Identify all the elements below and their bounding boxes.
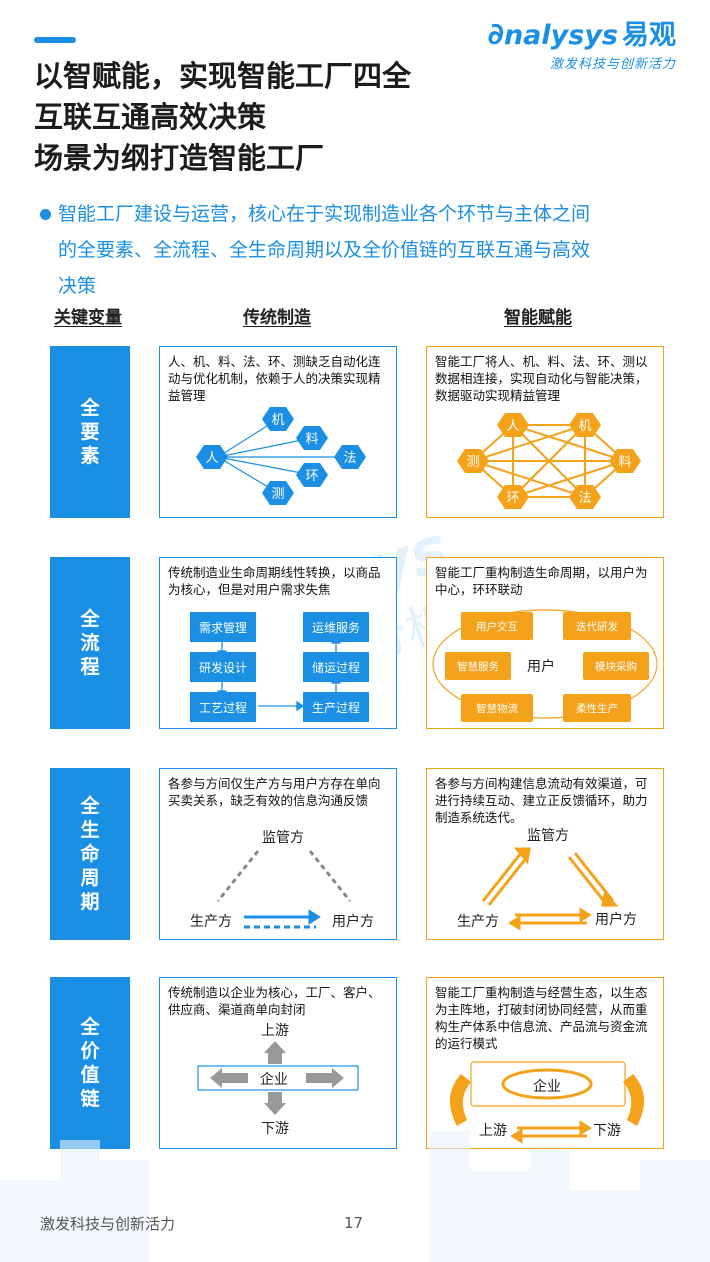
step-production: 生产过程 [303,692,369,722]
process-center-user: 用户 [527,659,555,675]
logo-text: nalysys [503,20,618,51]
step-smart-service: 智慧服务 [445,652,511,680]
column-header-key: 关键变量 [54,308,122,328]
traditional-text: 传统制造以企业为核心，工厂、客户、供应商、渠道商单向封闭 [168,985,381,1017]
page-title: 以智赋能，实现智能工厂四全 互联互通高效决策 场景为纲打造智能工厂 [34,56,411,179]
lc-user: 用户方 [332,914,374,930]
smart-box-lifecycle: 各参与方间构建信息流动有效渠道，可进行持续互动、建立正反馈循环，助力制造系统迭代… [426,768,664,940]
smart-text: 智能工厂重构制造生命周期，以用户为中心，环环联动 [435,565,648,597]
row-label-all-lifecycle: 全生命周期 [50,768,130,940]
smart-node-measure: 测 [466,455,479,470]
node-environment: 环 [305,469,318,484]
vc-enterprise: 企业 [260,1072,288,1088]
traditional-text: 传统制造业生命周期线性转换，以商品为核心，但是对用户需求失焦 [168,565,381,597]
accent-bar [34,37,76,43]
smart-node-method: 法 [578,491,591,506]
process-loop [432,609,658,719]
smart-node-person: 人 [506,419,519,434]
row-label-all-process: 全流程 [50,557,130,729]
title-line-3: 场景为纲打造智能工厂 [34,141,325,175]
value-chain-diagram-trad [197,1041,359,1115]
smart-node-material: 料 [618,455,631,470]
smart-node-environment: 环 [506,491,519,506]
intro-line-2: 的全要素、全流程、全生命周期以及全价值链的互联互通与高效 [58,239,591,261]
intro-line-1: 智能工厂建设与运营，核心在于实现制造业各个环节与主体之间 [58,203,591,225]
intro-bullet: 智能工厂建设与运营，核心在于实现制造业各个环节与主体之间 的全要素、全流程、全生… [36,196,676,304]
intro-line-3: 决策 [58,275,97,297]
node-measure: 测 [271,487,284,502]
traditional-box-process: 传统制造业生命周期线性转换，以商品为核心，但是对用户需求失焦 需求管理 研发设计… [159,557,397,729]
smart-text: 智能工厂重构制造与经营生态，以生态为主阵地，打破封闭协同经营，从而重构生产体系中… [435,985,648,1051]
vc-smart-upstream: 上游 [479,1123,507,1139]
elements-star-diagram: 人 机 料 法 环 测 [196,407,366,505]
step-smart-logistics: 智慧物流 [461,694,533,722]
traditional-box-value-chain: 传统制造以企业为核心，工厂、客户、供应商、渠道商单向封闭 上游 企业 下游 [159,977,397,1149]
traditional-box-elements: 人、机、料、法、环、测缺乏自动化连动与优化机制，依赖于人的决策实现精益管理 人 … [159,346,397,518]
value-chain-diagram-smart [449,1061,645,1144]
smart-box-elements: 智能工厂将人、机、料、法、环、测以数据相连接，实现自动化与智能决策，数据驱动实现… [426,346,664,518]
lc-smart-producer: 生产方 [457,914,499,930]
traditional-box-lifecycle: 各参与方间仅生产方与用户方存在单向买卖关系，缺乏有效的信息沟通反馈 监管方 生产… [159,768,397,940]
smart-text: 智能工厂将人、机、料、法、环、测以数据相连接，实现自动化与智能决策，数据驱动实现… [435,354,648,403]
node-machine: 机 [271,413,284,428]
title-line-1: 以智赋能，实现智能工厂四全 [34,59,412,93]
step-module-purchase: 模块采购 [583,652,649,680]
column-header-traditional: 传统制造 [243,308,311,328]
step-flexible-production: 柔性生产 [563,694,631,722]
logo-slogan: 激发科技与创新活力 [549,57,676,72]
title-line-2: 互联互通高效决策 [34,100,267,134]
smart-box-value-chain: 智能工厂重构制造与经营生态，以生态为主阵地，打破封闭协同经营，从而重构生产体系中… [426,977,664,1149]
step-craft: 工艺过程 [190,692,256,722]
lc-producer: 生产方 [190,914,232,930]
traditional-text: 各参与方间仅生产方与用户方存在单向买卖关系，缺乏有效的信息沟通反馈 [168,776,381,808]
step-demand: 需求管理 [190,612,256,642]
step-logistics: 储运过程 [303,652,369,682]
row-label-all-value-chain: 全价值链 [50,977,130,1149]
logo-cn: 易观 [622,20,676,51]
step-user-interaction: 用户交互 [461,612,533,640]
vc-smart-enterprise: 企业 [533,1079,561,1095]
traditional-text: 人、机、料、法、环、测缺乏自动化连动与优化机制，依赖于人的决策实现精益管理 [168,354,381,403]
node-material: 料 [305,432,318,447]
lifecycle-diagram-trad [216,850,352,929]
elements-mesh-diagram: 人 机 料 法 环 测 [457,413,641,509]
lc-regulator: 监管方 [262,830,304,846]
column-header-smart: 智能赋能 [504,308,572,328]
smart-node-machine: 机 [578,419,591,434]
step-ops: 运维服务 [303,612,369,642]
vc-downstream: 下游 [261,1121,289,1137]
vc-smart-downstream: 下游 [593,1123,621,1139]
smart-box-process: 智能工厂重构制造生命周期，以用户为中心，环环联动 用户交互 迭代研发 模块采购 … [426,557,664,729]
node-method: 法 [343,451,356,466]
row-label-all-elements: 全要素 [50,346,130,518]
lifecycle-diagram-smart [481,847,619,931]
vc-upstream: 上游 [261,1023,289,1039]
page-number: 17 [344,1214,364,1232]
smart-text: 各参与方间构建信息流动有效渠道，可进行持续互动、建立正反馈循环，助力制造系统迭代… [435,776,648,825]
step-iterative-rnd: 迭代研发 [563,612,631,640]
footer-slogan: 激发科技与创新活力 [40,1215,176,1233]
node-person: 人 [205,451,218,466]
bullet-dot-icon [40,209,51,220]
lc-smart-regulator: 监管方 [527,828,569,844]
lc-smart-user: 用户方 [595,912,637,928]
step-rnd: 研发设计 [190,652,256,682]
